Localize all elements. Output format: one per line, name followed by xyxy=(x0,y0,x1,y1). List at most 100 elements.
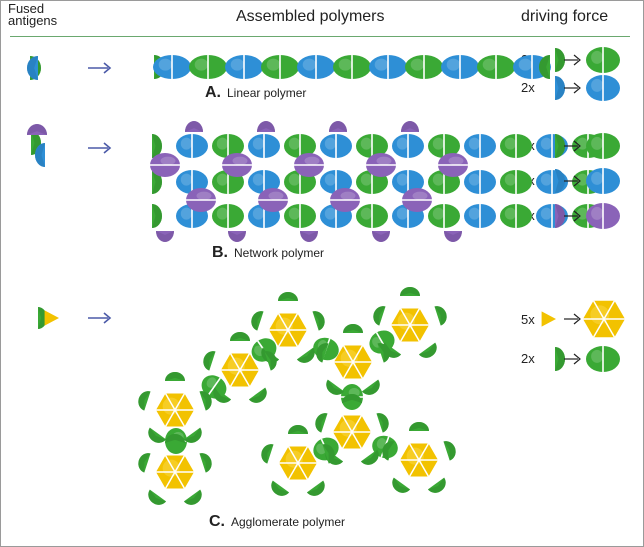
agglomerate-hex-9-arm-2 xyxy=(427,477,446,493)
header-divider xyxy=(10,36,630,37)
driving-b-3-arrow xyxy=(564,210,581,222)
agglomerate-hex-2 xyxy=(391,308,429,342)
agglomerate-hex-8 xyxy=(279,446,317,480)
row-b-arrow xyxy=(88,142,112,154)
network-purple-0-2 xyxy=(294,153,324,177)
network-purple-top-1 xyxy=(257,121,275,132)
agglomerate-hex-9-arm-0 xyxy=(409,422,429,431)
network-r2-c10 xyxy=(500,204,532,228)
driving-b-1-unit xyxy=(555,134,565,158)
header-fused-line2: antigens xyxy=(8,13,58,28)
header-driving-force: driving force xyxy=(521,8,609,25)
driving-a-2-unit xyxy=(555,76,565,100)
row-a-arrow xyxy=(88,62,112,74)
network-purple-1-0 xyxy=(186,188,216,212)
fused-b-blue-half xyxy=(35,143,45,167)
driving-a-2-arrow xyxy=(564,82,581,94)
agglomerate-hex-6-arm-1 xyxy=(376,413,389,433)
linear-dimer-3 xyxy=(225,55,263,79)
network-purple-0-0 xyxy=(150,153,180,177)
driving-b-2-unit xyxy=(555,169,565,193)
agglomerate-hex-4-arm-2 xyxy=(361,379,380,395)
agglomerate-hex-3-arm-4 xyxy=(203,351,216,371)
network-purple-bottom-2 xyxy=(300,231,318,242)
linear-dimer-4 xyxy=(261,55,299,79)
agglomerate-hex-5-arm-1 xyxy=(199,391,212,411)
agglomerate-hex-4-arm-0 xyxy=(343,324,363,333)
agglomerate-hex-3-arm-3 xyxy=(213,387,232,403)
agglomerate-hex-7-arm-3 xyxy=(148,489,167,505)
row-c-arrow xyxy=(88,312,112,324)
linear-dimer-10 xyxy=(477,55,515,79)
agglomerate-hex-8-arm-3 xyxy=(271,480,290,496)
network-r0-c4 xyxy=(284,134,316,158)
fused-b-purple-half xyxy=(27,124,47,135)
agglomerate-hex-2-arm-0 xyxy=(400,287,420,296)
network-r1-c9 xyxy=(464,170,496,194)
linear-dimer-1 xyxy=(153,55,191,79)
network-r0-c10 xyxy=(500,134,532,158)
agglomerate-hex-6-arm-4 xyxy=(315,413,328,433)
network-r0-c9 xyxy=(464,134,496,158)
linear-dimer-8 xyxy=(405,55,443,79)
caption-b-text: Network polymer xyxy=(234,246,325,260)
caption-a-letter: A. xyxy=(205,84,221,101)
agglomerate-hex-1 xyxy=(269,313,307,347)
driving-c-1-arrow xyxy=(564,313,581,325)
agglomerate-hex-2-arm-2 xyxy=(418,342,437,358)
agglomerate-hex-7-arm-1 xyxy=(199,453,212,473)
linear-dimer-5 xyxy=(297,55,335,79)
caption-b-letter: B. xyxy=(212,244,228,261)
network-r0-c2 xyxy=(212,134,244,158)
agglomerate-hex-3-arm-1 xyxy=(264,351,277,371)
network-r1-c7 xyxy=(392,170,424,194)
agglomerate-hex-7-arm-0 xyxy=(165,434,185,443)
agglomerate-hex-6 xyxy=(333,415,371,449)
caption-c-letter: C. xyxy=(209,513,225,530)
driving-b-1-product xyxy=(586,133,620,159)
network-purple-1-1 xyxy=(258,188,288,212)
driving-a-1-product xyxy=(586,47,620,73)
network-purple-bottom-1 xyxy=(228,231,246,242)
driving-b-1-arrow xyxy=(564,140,581,152)
agglomerate-hex-7-arm-4 xyxy=(138,453,151,473)
fused-a-blue-half xyxy=(27,56,38,80)
network-r2-c8 xyxy=(428,204,460,228)
driving-b-2-product xyxy=(586,168,620,194)
network-r0-c7 xyxy=(392,134,424,158)
network-r1-c5 xyxy=(320,170,352,194)
network-purple-bottom-4 xyxy=(444,231,462,242)
network-r1-c1 xyxy=(176,170,208,194)
driving-c-1-product xyxy=(583,300,625,338)
agglomerate-hex-4-arm-3 xyxy=(326,379,345,395)
network-purple-bottom-0 xyxy=(156,231,174,242)
caption-c-text: Agglomerate polymer xyxy=(231,515,346,529)
agglomerate-hex-8-arm-4 xyxy=(261,444,274,464)
agglomerate-hex-8-arm-1 xyxy=(322,444,335,464)
driving-c-2-unit xyxy=(555,347,565,371)
agglomerate-hex-1-arm-1 xyxy=(312,311,325,331)
header-assembled-polymers: Assembled polymers xyxy=(236,8,385,25)
agglomerate-hex-5 xyxy=(156,393,194,427)
agglomerate-hex-4 xyxy=(334,345,372,379)
network-purple-top-2 xyxy=(329,121,347,132)
agglomerate-hex-9 xyxy=(400,443,438,477)
network-purple-0-3 xyxy=(366,153,396,177)
agglomerate-hex-5-arm-2 xyxy=(183,427,202,443)
agglomerate-hex-7 xyxy=(156,455,194,489)
caption-a-text: Linear polymer xyxy=(227,86,307,100)
driving-a-2-multiplier: 2x xyxy=(521,80,535,95)
network-purple-bottom-3 xyxy=(372,231,390,242)
agglomerate-hex-8-arm-0 xyxy=(288,425,308,434)
network-r2-c4 xyxy=(284,204,316,228)
network-purple-0-4 xyxy=(438,153,468,177)
agglomerate-hex-2-arm-1 xyxy=(434,306,447,326)
driving-a-2-product xyxy=(586,75,620,101)
network-r1-c10 xyxy=(500,170,532,194)
driving-c-2-product xyxy=(586,346,620,372)
network-r2-c6 xyxy=(356,204,388,228)
network-r1-c3 xyxy=(248,170,280,194)
agglomerate-hex-1-arm-4 xyxy=(251,311,264,331)
network-r0-c1 xyxy=(176,134,208,158)
